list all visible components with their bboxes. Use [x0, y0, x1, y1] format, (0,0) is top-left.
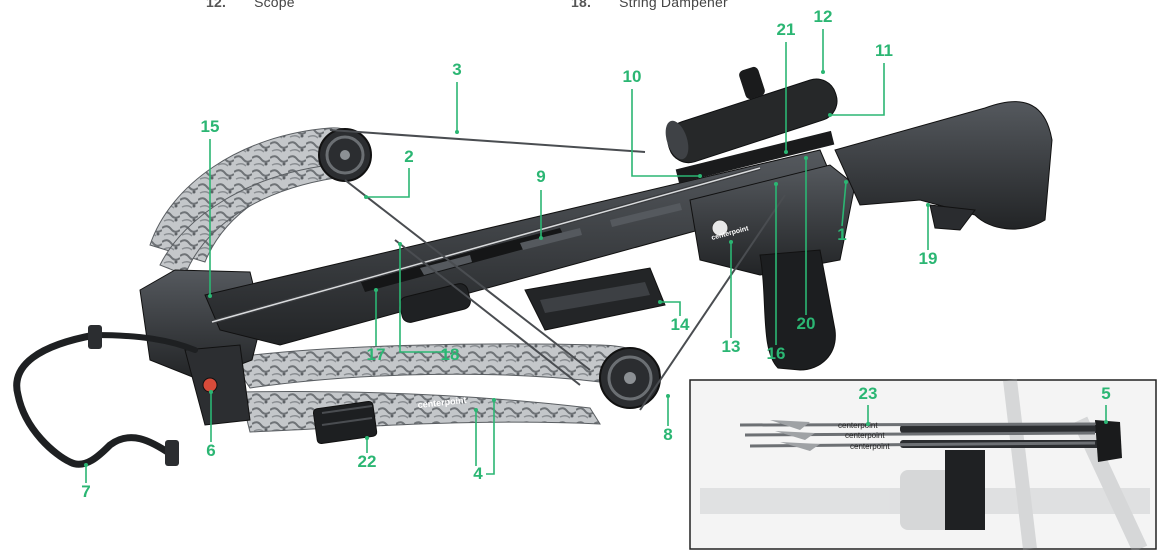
callout-anchor-4 — [492, 398, 496, 402]
callout-anchor-5 — [1104, 420, 1108, 424]
callout-anchor-23 — [866, 422, 870, 426]
callout-number-12: 12 — [814, 7, 833, 26]
callout-anchor-21 — [784, 150, 788, 154]
header-item-label: Scope — [254, 0, 295, 10]
loaded-bolt — [211, 166, 761, 324]
callout-anchor-17 — [374, 288, 378, 292]
callout-anchor-3 — [455, 130, 459, 134]
callout-anchor-6 — [209, 390, 213, 394]
callout-leader-18 — [399, 244, 450, 353]
callout-anchor-4 — [474, 408, 478, 412]
foot-stirrup — [13, 325, 198, 468]
header-item-number: 18. — [571, 0, 592, 10]
header-item-scope: 12. Scope — [206, 0, 295, 10]
callout-anchor-16 — [774, 182, 778, 186]
callout-anchor-18 — [398, 242, 402, 246]
callout-anchor-1 — [844, 180, 848, 184]
callout-number-16: 16 — [767, 344, 786, 363]
header-item-label: String Dampener — [619, 0, 728, 10]
callout-number-11: 11 — [875, 41, 893, 60]
bolt-brand: centerpoint — [845, 431, 885, 440]
callout-number-23: 23 — [859, 384, 878, 403]
callout-anchor-15 — [208, 294, 212, 298]
callout-anchor-2 — [364, 195, 368, 199]
callout-number-7: 7 — [81, 482, 90, 501]
callout-number-18: 18 — [441, 345, 460, 364]
bow-string — [329, 129, 786, 411]
callout-leader-14 — [660, 301, 681, 316]
callout-anchor-22 — [365, 436, 369, 440]
callout-number-5: 5 — [1101, 384, 1110, 403]
callout-number-17: 17 — [367, 345, 386, 364]
callout-leader-1 — [841, 181, 847, 227]
callout-number-1: 1 — [837, 225, 846, 244]
callout-anchor-11 — [828, 113, 832, 117]
callout-leader-2 — [366, 168, 410, 198]
butt-stock — [834, 101, 1053, 231]
callout-number-8: 8 — [663, 425, 672, 444]
callout-leader-4 — [486, 400, 495, 475]
callout-number-14: 14 — [671, 315, 690, 334]
bolt-brand: centerpoint — [838, 421, 878, 430]
upper-cam — [318, 128, 372, 182]
callout-number-13: 13 — [722, 337, 741, 356]
header-item-number: 12. — [206, 0, 227, 10]
callout-number-20: 20 — [797, 314, 816, 333]
callout-number-2: 2 — [404, 147, 413, 166]
quiver-mount — [312, 401, 378, 444]
callout-leader-11 — [830, 63, 885, 116]
callout-anchor-19 — [926, 203, 930, 207]
header-item-string-dampener: 18. String Dampener — [571, 0, 728, 10]
callout-leaders — [84, 29, 1108, 483]
callout-anchor-13 — [729, 240, 733, 244]
limb-model-text: SNIPER ELITE 385 — [410, 424, 481, 438]
callout-number-4: 4 — [473, 464, 483, 483]
foregrip — [524, 267, 666, 331]
callout-number-22: 22 — [358, 452, 377, 471]
callout-number-9: 9 — [536, 167, 545, 186]
bolt-brand: centerpoint — [850, 442, 890, 451]
callout-number-3: 3 — [452, 60, 461, 79]
callout-anchor-10 — [698, 174, 702, 178]
callout-number-21: 21 — [777, 20, 796, 39]
inset-panel: centerpoint centerpoint centerpoint — [689, 379, 1157, 550]
string-dampener — [399, 283, 471, 323]
callout-number-10: 10 — [623, 67, 642, 86]
scope — [665, 66, 838, 184]
callout-anchor-8 — [666, 394, 670, 398]
callout-anchor-9 — [539, 236, 543, 240]
lower-cam — [599, 347, 661, 409]
callout-leader-10 — [631, 89, 700, 177]
callout-anchor-7 — [84, 463, 88, 467]
callout-anchor-20 — [804, 156, 808, 160]
callout-anchor-14 — [658, 300, 662, 304]
callout-number-19: 19 — [919, 249, 938, 268]
callout-number-15: 15 — [201, 117, 220, 136]
pistol-grip — [759, 249, 836, 371]
callout-anchor-12 — [821, 70, 825, 74]
callout-number-6: 6 — [206, 441, 215, 460]
